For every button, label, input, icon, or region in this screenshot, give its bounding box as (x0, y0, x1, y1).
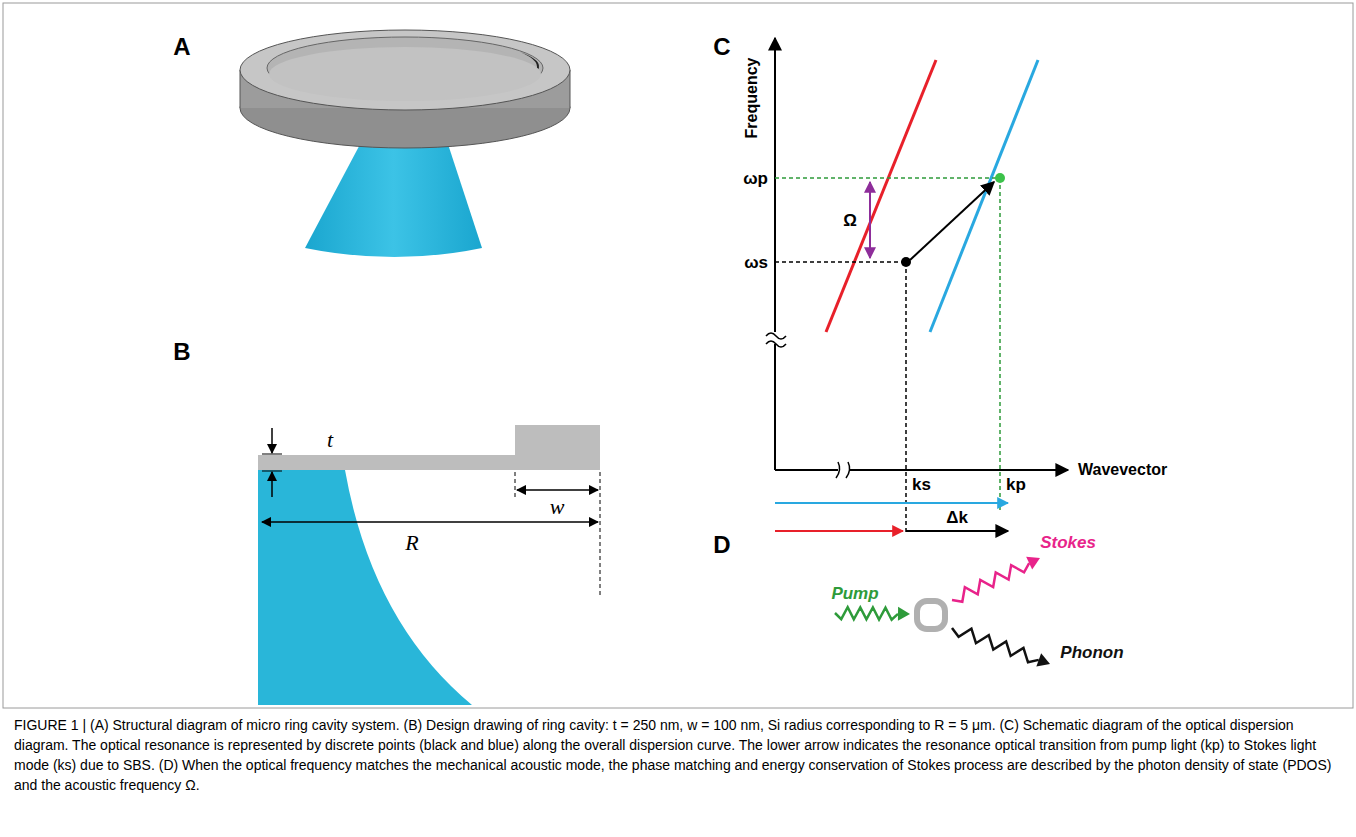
wave-arrow (835, 607, 898, 620)
wavevector-difference: Δk (946, 509, 968, 526)
wavevector-tick: kp (1006, 476, 1026, 493)
panel-letter: B (173, 340, 190, 364)
ring-resonator-icon (917, 601, 945, 629)
figure-caption: FIGURE 1 | (A) Structural diagram of mic… (14, 716, 1340, 796)
dimension-label: R (405, 532, 418, 554)
ring-cross-section (258, 425, 600, 705)
wave-arrow (952, 563, 1029, 602)
panel-letter: C (713, 35, 730, 59)
acoustic-frequency-label: Ω (843, 212, 857, 229)
wave-arrow-head (1036, 653, 1050, 666)
wave-arrow-head (1026, 557, 1040, 570)
panel-letter: D (713, 533, 730, 557)
ring-cavity-3d (240, 30, 570, 257)
stokes-label: Stokes (1040, 534, 1096, 551)
dimension-label: w (550, 496, 565, 518)
axis-title: Frequency (744, 58, 760, 139)
phonon-label: Phonon (1060, 644, 1123, 661)
wavevector-tick: ks (912, 476, 931, 493)
frequency-tick: ωp (743, 170, 768, 187)
dispersion-plot (766, 38, 1068, 535)
pump-label: Pump (831, 585, 878, 602)
wave-arrow-head (898, 607, 910, 621)
panel-letter: A (173, 35, 190, 59)
figure-frame (3, 3, 1353, 708)
frequency-tick: ωs (744, 254, 768, 271)
axis-title: Wavevector (1078, 462, 1167, 478)
dimension-label: t (327, 429, 333, 451)
wave-arrow (952, 628, 1039, 662)
